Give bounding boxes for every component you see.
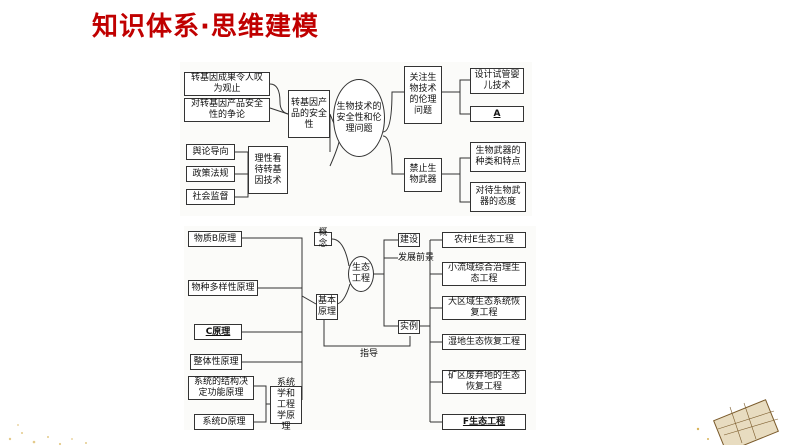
achievement-box: 转基因成果令人叹为观止 [184, 72, 270, 96]
principle-structure-function: 系统的结构决定功能原理 [188, 376, 254, 400]
ethics-box: 关注生物技术的伦理问题 [404, 66, 442, 124]
project-mining: 矿区废弃地的生态恢复工程 [442, 370, 526, 394]
principle-blank-c: C原理 [194, 324, 242, 340]
ethics-item-test-tube-baby: 设计试管婴儿技术 [470, 68, 524, 94]
rational-attitude-box: 理性看待转基因技术 [248, 146, 288, 194]
guide-label: 指导 [359, 348, 378, 359]
prospects-label: 发展前景 [397, 252, 434, 263]
top-diagram: 转基因成果令人叹为观止 对转基因产品安全性的争论 转基因产品的安全性 舆论导向 … [180, 62, 532, 216]
attitude-item-supervision: 社会监督 [186, 189, 235, 205]
weapons-item-attitude: 对待生物武器的态度 [470, 182, 526, 212]
eco-engineering-center: 生态工程 [348, 256, 374, 292]
project-blank-f: F生态工程 [442, 414, 526, 430]
systems-engineering-box: 系统学和工程学原理 [270, 378, 302, 432]
page-title: 知识体系·思维建模 [92, 12, 319, 42]
principle-holism: 整体性原理 [190, 354, 242, 370]
basic-principles-box: 基本原理 [316, 294, 338, 320]
examples-box: 实例 [398, 320, 420, 334]
project-wetland: 湿地生态恢复工程 [442, 334, 526, 350]
project-rural-e: 农村E生态工程 [442, 232, 526, 248]
concept-box: 概念 [314, 228, 332, 249]
corner-decoration-right [696, 399, 779, 445]
bottom-diagram: 物质B原理 物种多样性原理 C原理 整体性原理 系统的结构决定功能原理 系统D原… [184, 226, 536, 432]
construction-box: 建设 [398, 233, 420, 247]
attitude-item-public-opinion: 舆论导向 [186, 144, 235, 160]
corner-decoration-left [8, 424, 87, 446]
safety-box: 转基因产品的安全性 [288, 90, 330, 138]
weapons-box: 禁止生物武器 [404, 158, 442, 192]
principle-system-d: 系统D原理 [194, 414, 254, 430]
project-watershed: 小流域综合治理生态工程 [442, 262, 526, 286]
weapons-item-types: 生物武器的种类和特点 [470, 142, 526, 172]
controversy-box: 对转基因产品安全性的争论 [184, 98, 270, 122]
project-large-region: 大区域生态系统恢复工程 [442, 296, 526, 320]
central-topic: 生物技术的安全性和伦理问题 [333, 79, 385, 157]
attitude-item-policy: 政策法规 [186, 166, 235, 182]
bottom-connector-lines [242, 237, 442, 423]
ethics-item-blank-a: A [470, 106, 524, 122]
principle-material-b: 物质B原理 [188, 231, 242, 247]
principle-species-diversity: 物种多样性原理 [188, 280, 258, 296]
